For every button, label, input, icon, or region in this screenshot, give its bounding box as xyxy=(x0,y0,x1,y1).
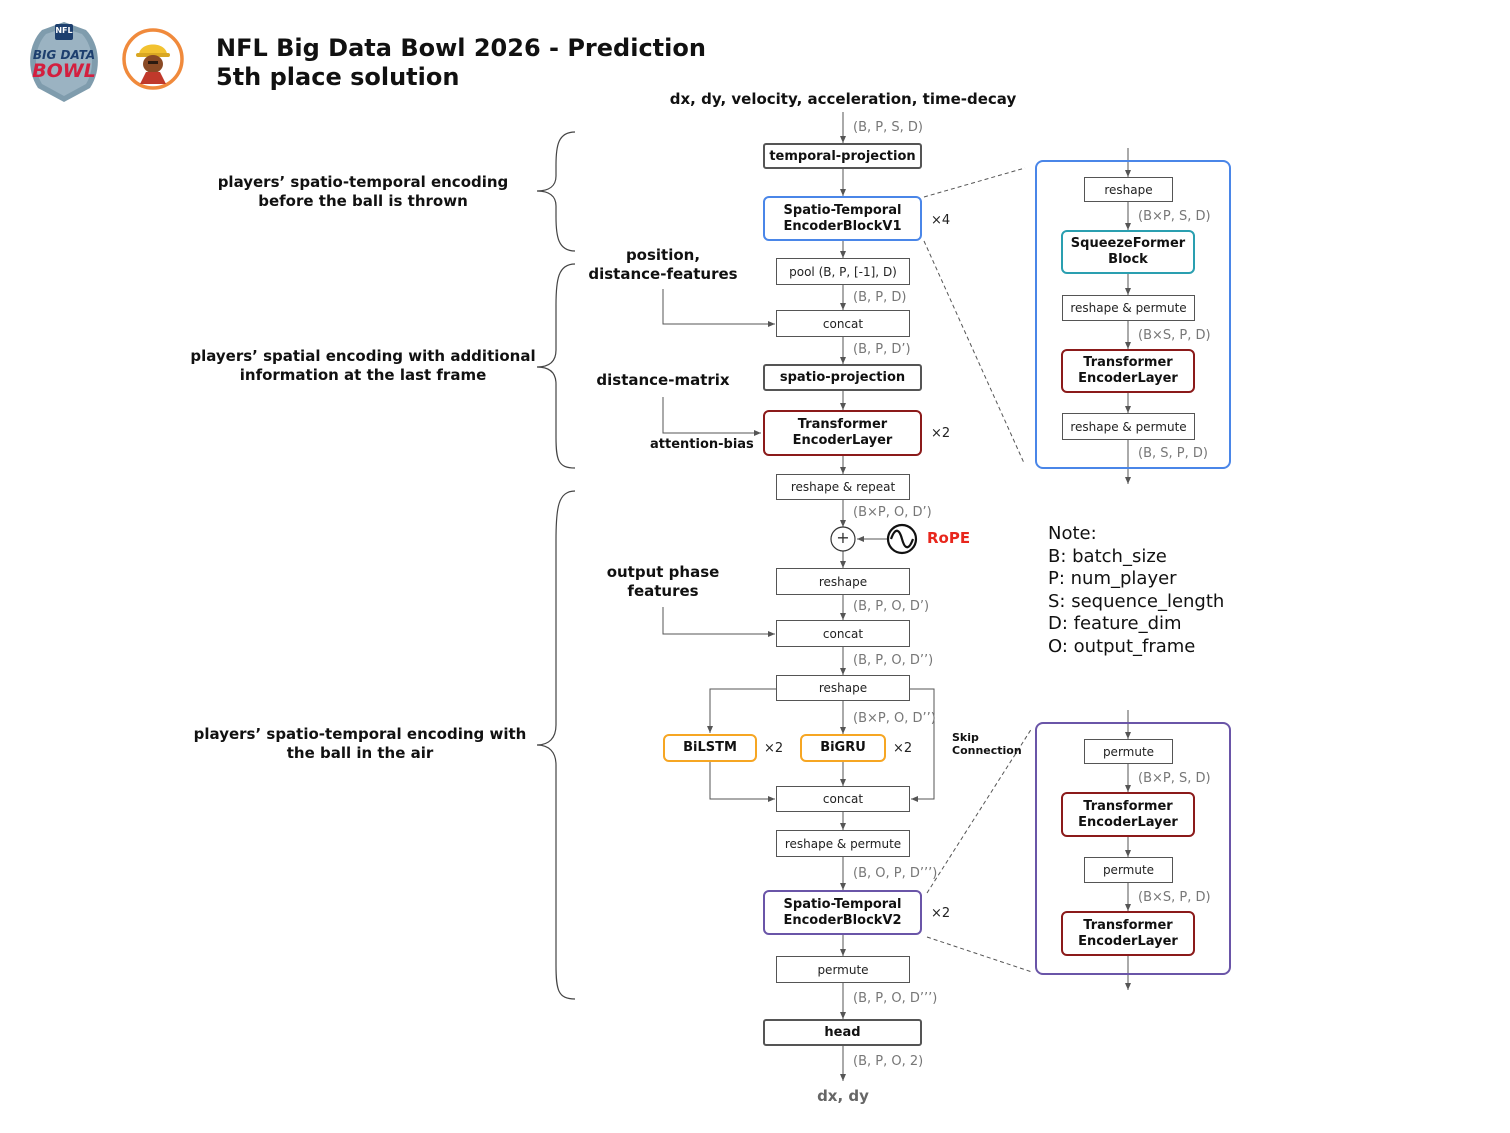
reshape-node-1: reshape xyxy=(776,568,910,595)
attention-bias-label: attention-bias xyxy=(650,437,754,452)
permute-node: permute xyxy=(776,956,910,983)
note-item: D: feature_dim xyxy=(1048,613,1182,634)
logo-big-data-text: BIG DATA xyxy=(32,48,96,62)
dim-label: (B×P, O, D’’) xyxy=(853,711,936,726)
add-operator-circle xyxy=(830,526,856,552)
dim-label: (B×P, S, D) xyxy=(1138,209,1211,224)
concat-node-1: concat xyxy=(776,310,910,337)
logo-bowl-text: BOWL xyxy=(32,60,96,82)
dim-label: (B, P, O, D’’’) xyxy=(853,991,938,1006)
title-line-1: NFL Big Data Bowl 2026 - Prediction xyxy=(216,34,706,62)
note-item: P: num_player xyxy=(1048,568,1177,589)
temporal-projection-node: temporal-projection xyxy=(763,143,922,169)
section-label-last-frame: players’ spatial encoding with additiona… xyxy=(190,347,536,384)
dim-label: (B, S, P, D) xyxy=(1138,446,1208,461)
dim-label: (B, P, D) xyxy=(853,290,907,305)
multiplier-bilstm: ×2 xyxy=(764,741,784,756)
reshape-repeat-node: reshape & repeat xyxy=(776,474,910,500)
distance-matrix-label: distance-matrix xyxy=(596,371,730,389)
notation-legend: Note: B: batch_size P: num_player S: seq… xyxy=(1048,523,1224,658)
multiplier-st-block-v2: ×2 xyxy=(931,906,951,921)
dim-label: (B, P, O, 2) xyxy=(853,1054,924,1069)
dim-label: (B×P, O, D’) xyxy=(853,505,932,520)
dim-label: (B×S, P, D) xyxy=(1138,890,1211,905)
multiplier-transformer-1: ×2 xyxy=(931,426,951,441)
dim-label: (B, P, D’) xyxy=(853,342,911,357)
input-features-label: dx, dy, velocity, acceleration, time-dec… xyxy=(669,90,1017,108)
logo-nfl-text: NFL xyxy=(55,26,73,35)
reshape-permute-node: reshape & permute xyxy=(776,830,910,857)
concat-node-2: concat xyxy=(776,620,910,647)
concat-node-3: concat xyxy=(776,786,910,812)
nfl-big-data-bowl-logo: NFL BIG DATA BOWL xyxy=(24,20,104,104)
panel-v2-permute-node-1: permute xyxy=(1084,739,1173,764)
diagram-title: NFL Big Data Bowl 2026 - Prediction 5th … xyxy=(216,34,706,92)
plus-symbol: + xyxy=(836,528,850,547)
dim-label: (B, P, S, D) xyxy=(853,120,923,135)
author-avatar xyxy=(122,28,184,90)
dim-label: (B×P, S, D) xyxy=(1138,771,1211,786)
output-label: dx, dy xyxy=(817,1087,869,1105)
reshape-node-2: reshape xyxy=(776,675,910,701)
bilstm-node: BiLSTM xyxy=(663,734,757,762)
dim-label: (B, P, O, D’’) xyxy=(853,653,934,668)
position-features-label: position,distance-features xyxy=(588,246,738,283)
panel-v1-reshape-permute-node-1: reshape & permute xyxy=(1062,295,1195,321)
multiplier-st-block-v1: ×4 xyxy=(931,213,951,228)
dim-label: (B, O, P, D’’’) xyxy=(853,866,938,881)
st-block-v2-detail-panel xyxy=(1035,722,1231,975)
pool-node: pool (B, P, [-1], D) xyxy=(776,258,910,285)
bigru-node: BiGRU xyxy=(800,734,886,762)
panel-v1-reshape-node: reshape xyxy=(1084,177,1173,202)
panel-v2-permute-node-2: permute xyxy=(1084,857,1173,883)
note-heading: Note: xyxy=(1048,523,1097,544)
dim-label: (B, P, O, D’) xyxy=(853,599,930,614)
note-item: S: sequence_length xyxy=(1048,590,1225,612)
note-item: B: batch_size xyxy=(1048,545,1167,567)
head-node: head xyxy=(763,1019,922,1046)
note-item: O: output_frame xyxy=(1048,635,1196,657)
rope-label: RoPE xyxy=(927,529,971,547)
title-line-2: 5th place solution xyxy=(216,63,460,91)
st-block-v1-detail-panel xyxy=(1035,160,1231,469)
spatio-projection-node: spatio-projection xyxy=(763,364,922,391)
panel-v1-reshape-permute-node-2: reshape & permute xyxy=(1062,413,1195,440)
dim-label: (B×S, P, D) xyxy=(1138,328,1211,343)
multiplier-bigru: ×2 xyxy=(893,741,913,756)
